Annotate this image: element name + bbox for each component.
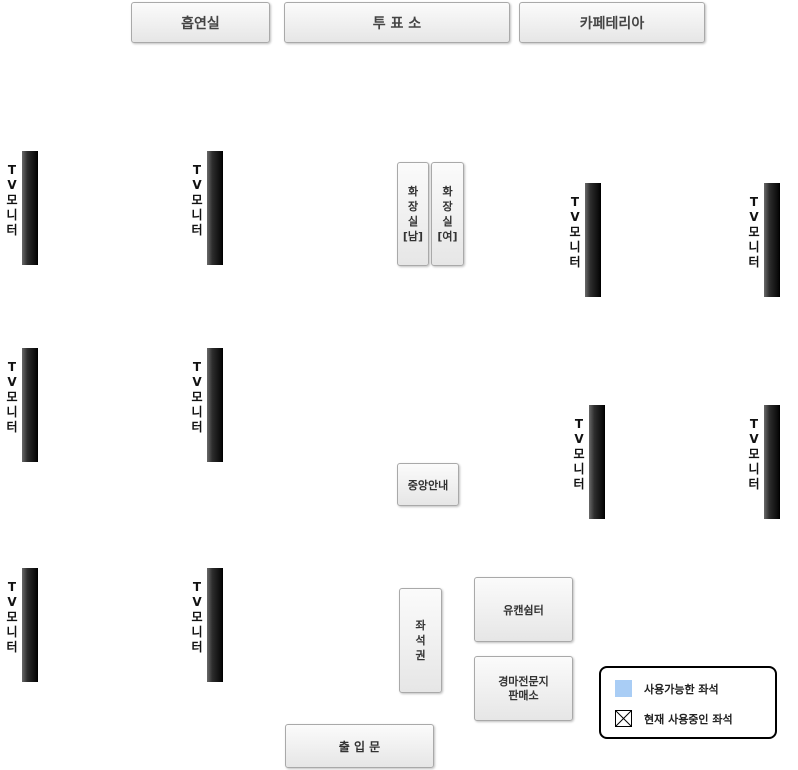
available-seat-swatch (615, 680, 632, 697)
tv-screen (207, 348, 223, 462)
restroom-female-char: [여] (437, 230, 458, 243)
restroom-female-char: 장 (442, 200, 453, 213)
tv-screen (22, 151, 38, 265)
voting-booth-label: 투 표 소 (372, 15, 422, 32)
legend-available-row: 사용가능한 좌석 (615, 680, 719, 697)
smoking-room-label: 흡연실 (181, 15, 220, 32)
restroom-female-char: 화 (442, 185, 453, 198)
entrance-button[interactable]: 출 입 문 (285, 724, 434, 768)
in-use-seat-icon (615, 710, 632, 727)
entrance-label: 출 입 문 (338, 739, 381, 754)
kids-shelter-button[interactable]: 유캔쉼터 (474, 577, 573, 642)
newspaper-stand-line2: 판매소 (508, 688, 539, 702)
restroom-female-char: 실 (442, 215, 453, 228)
ticket-booth-char: 권 (415, 649, 426, 662)
cafeteria-button[interactable]: 카페테리아 (519, 2, 705, 43)
newspaper-stand-line1: 경마전문지 (498, 674, 549, 688)
smoking-room-button[interactable]: 흡연실 (131, 2, 270, 43)
tv-screen (22, 568, 38, 682)
tv-screen (585, 183, 601, 297)
information-desk-label: 중앙안내 (407, 478, 449, 492)
tv-screen (22, 348, 38, 462)
restroom-male-char: 화 (407, 185, 419, 198)
tv-screen (764, 405, 780, 519)
ticket-booth-char: 석 (415, 634, 426, 647)
information-desk-button[interactable]: 중앙안내 (397, 463, 459, 506)
tv-screen (207, 568, 223, 682)
ticket-booth-button[interactable]: 좌 석 권 (399, 588, 442, 693)
voting-booth-button[interactable]: 투 표 소 (284, 2, 510, 43)
restroom-male-char: [남] (402, 230, 424, 243)
restroom-male-button[interactable]: 화 장 실 [남] (397, 162, 429, 266)
legend-in-use-row: 현재 사용중인 좌석 (615, 710, 733, 727)
legend-in-use-label: 현재 사용중인 좌석 (644, 712, 733, 726)
tv-screen (589, 405, 605, 519)
newspaper-stand-button[interactable]: 경마전문지 판매소 (474, 656, 573, 721)
seat-legend: 사용가능한 좌석 현재 사용중인 좌석 (599, 666, 777, 739)
legend-available-label: 사용가능한 좌석 (644, 682, 719, 696)
ticket-booth-char: 좌 (415, 619, 426, 632)
kids-shelter-label: 유캔쉼터 (503, 603, 544, 617)
restroom-male-char: 실 (407, 215, 419, 228)
cafeteria-label: 카페테리아 (579, 15, 645, 32)
tv-screen (764, 183, 780, 297)
tv-screen (207, 151, 223, 265)
restroom-female-button[interactable]: 화 장 실 [여] (431, 162, 464, 266)
restroom-male-char: 장 (407, 200, 419, 213)
